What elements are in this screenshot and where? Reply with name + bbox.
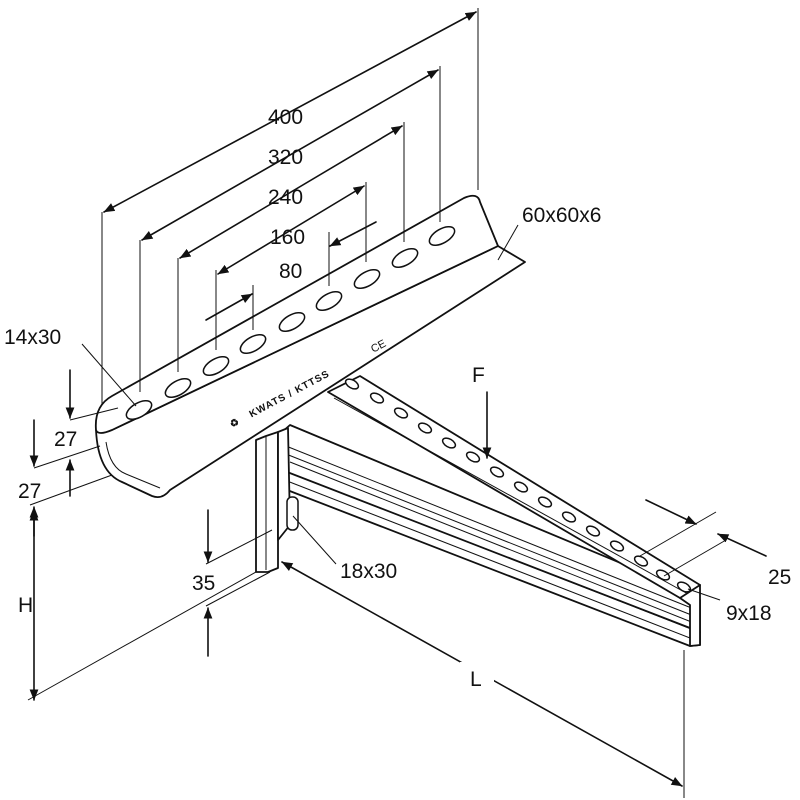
rail-slot	[315, 290, 343, 312]
load-arrow: F	[472, 364, 492, 459]
rail-slot	[202, 355, 230, 377]
mount-slot	[286, 496, 299, 531]
cantilever-arm	[281, 375, 701, 647]
dim-height: H	[18, 594, 33, 617]
arm-slot	[344, 378, 360, 390]
rail-slot	[164, 377, 192, 399]
arm-slot	[417, 422, 433, 434]
rail-slot	[278, 311, 306, 333]
dim-160: 160	[270, 226, 305, 249]
length-dimension: L	[281, 561, 685, 798]
mount-35-dimension: 35	[192, 509, 273, 657]
recycle-mark-icon: ♻	[228, 416, 242, 430]
dim-27-lower: 27	[18, 480, 41, 503]
arm-slot	[537, 496, 553, 508]
slot-spacing-dimensions: 27 27	[18, 369, 119, 537]
width-25-dimension: 25	[639, 499, 791, 589]
rail-slot	[428, 225, 456, 247]
dim-27-upper: 27	[54, 428, 77, 451]
rail-slot	[125, 399, 153, 421]
dim-angle-profile: 60x60x6	[522, 204, 601, 227]
dim-320: 320	[268, 146, 303, 169]
dim-80: 80	[279, 260, 302, 283]
dim-25: 25	[768, 566, 791, 589]
arm-slot	[393, 407, 409, 419]
arm-slot	[585, 525, 601, 537]
rail-length-dimensions: 400 320 240 160 80	[101, 8, 479, 405]
rail-slot	[239, 333, 267, 355]
dim-slot-mount: 18x30	[340, 560, 397, 583]
dim-load: F	[472, 364, 485, 387]
dim-length: L	[470, 668, 482, 691]
dim-400: 400	[268, 106, 303, 129]
arm-slot	[609, 540, 625, 552]
dim-240: 240	[268, 186, 303, 209]
arm-slot	[369, 392, 385, 404]
dim-35: 35	[192, 572, 215, 595]
wall-slot-callout: 14x30	[4, 326, 137, 407]
mounting-plate	[255, 427, 299, 573]
arm-slot	[441, 437, 457, 449]
arm-slot	[513, 481, 529, 493]
rail-slot-group	[125, 225, 456, 421]
angle-profile-callout: 60x60x6	[497, 204, 601, 261]
height-dimension: H	[18, 509, 257, 701]
arm-slot	[561, 511, 577, 523]
dim-slot-arm: 9x18	[726, 602, 772, 625]
dim-slot-wall: 14x30	[4, 326, 61, 349]
arm-slot	[465, 451, 481, 463]
arm-slot-callout: 9x18	[687, 588, 772, 625]
arm-slot	[489, 466, 505, 478]
